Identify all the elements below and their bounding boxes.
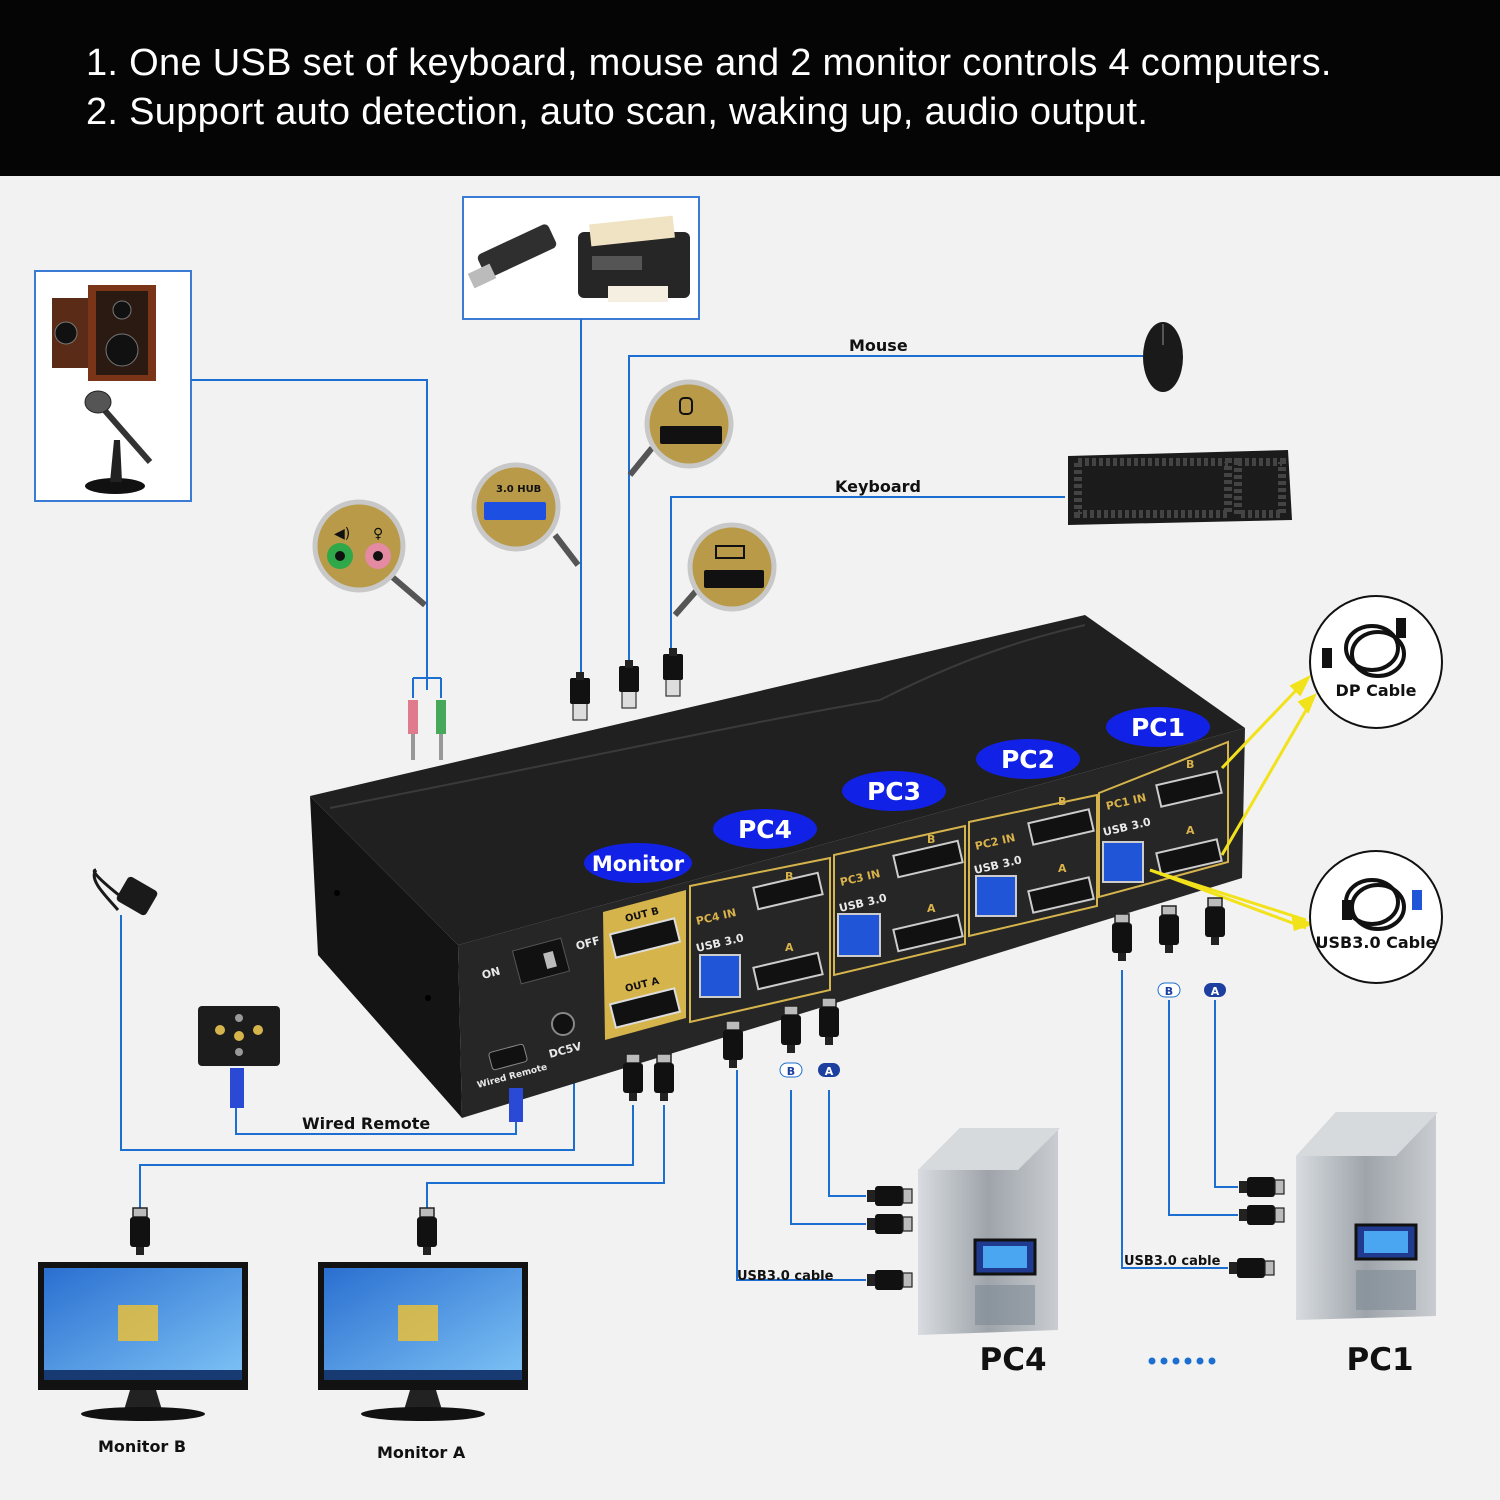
power-switch[interactable] bbox=[511, 937, 571, 985]
keyboard-image bbox=[1068, 450, 1292, 525]
pc3-dp-a: A bbox=[927, 902, 936, 915]
usb-cable-right-label: USB3.0 cable bbox=[1124, 1254, 1221, 1269]
dp-cable-label: DP Cable bbox=[1336, 681, 1417, 700]
svg-text:♀: ♀ bbox=[373, 526, 383, 542]
ellipsis-dots bbox=[1148, 1357, 1216, 1365]
header-line-1: 1. One USB set of keyboard, mouse and 2 … bbox=[86, 42, 1332, 84]
svg-text:Monitor: Monitor bbox=[592, 852, 685, 876]
usb-cable-circle: USB3.0 Cable bbox=[1309, 850, 1443, 984]
wired-remote-label: Wired Remote bbox=[302, 1114, 430, 1133]
speaker-mic-box bbox=[34, 270, 192, 502]
mouse-image bbox=[1143, 322, 1183, 392]
svg-text:PC4: PC4 bbox=[738, 815, 792, 844]
svg-text:B: B bbox=[787, 1065, 795, 1078]
wires bbox=[120, 319, 1238, 1281]
hub-label: 3.0 HUB bbox=[496, 484, 541, 495]
pc4-tower bbox=[866, 1128, 1060, 1335]
pill-monitor: Monitor bbox=[584, 843, 692, 883]
monitor-a-label: Monitor A bbox=[377, 1443, 466, 1462]
pc1-tower bbox=[1228, 1112, 1438, 1320]
off-label: OFF bbox=[574, 934, 601, 953]
monitor-a bbox=[318, 1207, 528, 1421]
usb-cable-left-label: USB3.0 cable bbox=[737, 1269, 834, 1284]
pc4-port-group: PC4 IN USB 3.0 B A bbox=[689, 856, 831, 1024]
pc4-dp-a: A bbox=[785, 941, 794, 954]
remote-port bbox=[488, 1043, 528, 1071]
pc4-label: PC4 bbox=[979, 1342, 1046, 1378]
usb-hub-magnifier: 3.0 HUB bbox=[471, 462, 581, 567]
header-line-2: 2. Support auto detection, auto scan, wa… bbox=[86, 91, 1149, 133]
mouse-port-magnifier bbox=[627, 379, 734, 477]
yellow-arrows bbox=[1149, 674, 1317, 931]
pill-pc1: PC1 bbox=[1106, 707, 1210, 747]
pc4-dp-b: B bbox=[785, 870, 793, 883]
speakers-image bbox=[52, 285, 156, 381]
svg-text:PC2: PC2 bbox=[1001, 745, 1055, 774]
pill-pc3: PC3 bbox=[842, 771, 946, 811]
top-plugs bbox=[408, 647, 684, 760]
pill-pc4: PC4 bbox=[713, 809, 817, 849]
cable-tags: B A B A bbox=[779, 982, 1226, 1078]
pc1-label: PC1 bbox=[1346, 1342, 1413, 1378]
svg-text:B: B bbox=[1165, 985, 1173, 998]
svg-text:A: A bbox=[825, 1065, 834, 1078]
mouse-label: Mouse bbox=[849, 336, 908, 355]
dp-cable-circle: DP Cable bbox=[1309, 595, 1443, 729]
svg-text:◀): ◀) bbox=[334, 526, 350, 542]
header-banner: 1. One USB set of keyboard, mouse and 2 … bbox=[0, 0, 1500, 176]
pc3-dp-b: B bbox=[927, 833, 935, 846]
monitor-output-panel: OUT B OUT A bbox=[603, 890, 686, 1040]
wired-remote-image[interactable] bbox=[198, 1006, 523, 1122]
svg-text:PC1: PC1 bbox=[1131, 713, 1185, 742]
pc1-dp-b: B bbox=[1186, 758, 1194, 771]
pc1-dp-a: A bbox=[1186, 824, 1195, 837]
monitor-b-label: Monitor B bbox=[98, 1437, 186, 1456]
printer-image bbox=[578, 215, 690, 302]
pill-pc2: PC2 bbox=[976, 739, 1080, 779]
svg-text:A: A bbox=[1211, 985, 1220, 998]
usb-cable-label: USB3.0 Cable bbox=[1316, 933, 1437, 952]
pc2-dp-b: B bbox=[1058, 795, 1066, 808]
usb-flash-drive-image bbox=[467, 224, 557, 289]
monitor-b bbox=[38, 1207, 248, 1421]
keyboard-port-magnifier bbox=[672, 522, 777, 617]
dc-jack bbox=[551, 1012, 575, 1036]
audio-ports-magnifier: ◀) ♀ bbox=[312, 499, 427, 608]
usb-devices-box bbox=[462, 196, 700, 320]
microphone-image bbox=[84, 390, 153, 494]
power-adapter-image bbox=[92, 868, 158, 916]
svg-text:PC3: PC3 bbox=[867, 777, 921, 806]
keyboard-label: Keyboard bbox=[835, 477, 921, 496]
pc2-dp-a: A bbox=[1058, 862, 1067, 875]
on-label: ON bbox=[480, 965, 501, 982]
